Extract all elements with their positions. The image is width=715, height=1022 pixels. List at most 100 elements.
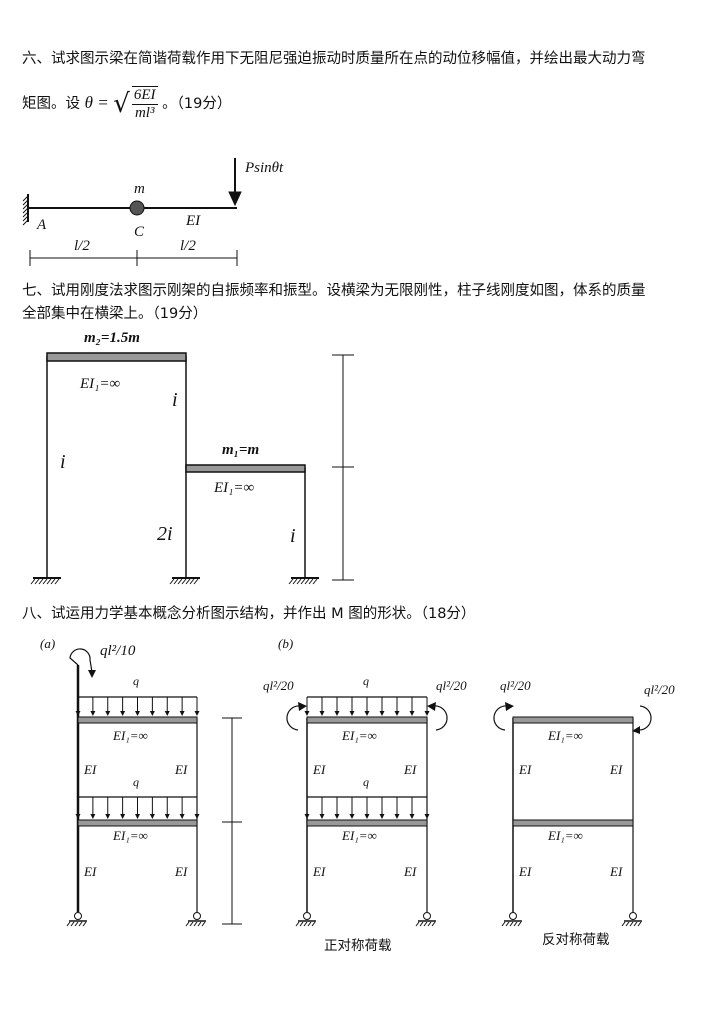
- support-hatch: [423, 921, 428, 927]
- wall-hatch-line: [22, 211, 29, 218]
- support-hatch: [74, 921, 79, 927]
- pin-support-icon: [303, 912, 311, 920]
- ground-hatch: [50, 578, 56, 585]
- two-i-label: 2i: [157, 523, 173, 545]
- wall-hatch-line: [22, 199, 29, 206]
- support-hatch: [295, 921, 300, 927]
- ei1-b2-label: EI₁=∞: [341, 828, 377, 843]
- mass-label: m: [134, 181, 145, 197]
- middle-beam: [185, 464, 306, 473]
- ei-label: EI: [609, 762, 623, 777]
- support-hatch: [311, 921, 316, 927]
- load-arrowhead: [90, 814, 96, 819]
- m2-label: m₂=1.5m: [84, 330, 140, 346]
- ground-hatch: [54, 578, 60, 585]
- ei-label: EI: [312, 762, 326, 777]
- load-arrowhead: [424, 711, 430, 716]
- pin-support-icon: [423, 912, 431, 920]
- load-arrowhead: [379, 711, 385, 716]
- ei-label: EI: [609, 864, 623, 879]
- ei-mid-label: EI₁=∞: [213, 480, 254, 496]
- ei-label: EI: [518, 864, 532, 879]
- ground-hatch: [173, 578, 179, 585]
- theta-symbol: θ =: [84, 93, 109, 112]
- load-arrowhead: [179, 711, 185, 716]
- ground-hatch: [185, 578, 191, 585]
- q-a2-label: q: [133, 775, 139, 789]
- dim-right-label: l/2: [180, 238, 196, 254]
- load-arrowhead: [75, 814, 81, 819]
- ei1-a1-label: EI₁=∞: [112, 728, 148, 743]
- ground-hatch: [30, 578, 36, 585]
- ground-hatch: [34, 578, 40, 585]
- wall-hatch-line: [22, 195, 29, 202]
- ground-hatch: [300, 578, 306, 585]
- dim-left-label: l/2: [74, 238, 90, 254]
- ground-hatch: [46, 578, 52, 585]
- load-arrowhead: [364, 814, 370, 819]
- q7-text-line1: 七、试用刚度法求图示刚架的自振频率和振型。设横梁为无限刚性，柱子线刚度如图，体系…: [22, 283, 646, 299]
- pin-support-icon: [193, 912, 201, 920]
- ground-hatch: [189, 578, 195, 585]
- sqrt-sign: √: [113, 89, 130, 119]
- ground-hatch: [181, 578, 187, 585]
- i-upper-label: i: [172, 389, 178, 411]
- q-b2-label: q: [363, 775, 369, 789]
- ei1-b1-label: EI₁=∞: [341, 728, 377, 743]
- fig-a-label: (a): [40, 636, 55, 651]
- support-hatch: [66, 921, 71, 927]
- support-hatch: [185, 921, 190, 927]
- support-hatch: [625, 921, 630, 927]
- ground-hatch: [38, 578, 44, 585]
- point-a-label: A: [36, 217, 47, 233]
- support-hatch: [303, 921, 308, 927]
- ei-label: EI: [83, 762, 97, 777]
- load-arrowhead: [319, 711, 325, 716]
- moment-a-label: ql²/10: [100, 643, 136, 659]
- load-arrowhead: [90, 711, 96, 716]
- ground-hatch: [169, 578, 175, 585]
- ground-hatch: [304, 578, 310, 585]
- load-arrowhead: [135, 814, 140, 819]
- top-beam: [46, 352, 187, 362]
- wall-hatch-line: [22, 219, 29, 226]
- support-hatch: [501, 921, 506, 927]
- ei1-a2-label: EI₁=∞: [112, 828, 148, 843]
- ei-label: EI: [174, 864, 188, 879]
- ei1-c2-label: EI₁=∞: [547, 828, 583, 843]
- numerator: 6EI: [131, 87, 158, 105]
- frame-figure: m₂=1.5m m₁=m EI₁=∞ EI₁=∞ i i 2i i: [46, 330, 354, 581]
- antisymmetric-caption: 反对称荷载: [542, 932, 610, 948]
- load-arrowhead: [349, 814, 355, 819]
- ground-hatch: [292, 578, 298, 585]
- load-arrowhead: [394, 711, 400, 716]
- denominator: ml³: [134, 105, 155, 121]
- ei-label: EI: [174, 762, 188, 777]
- load-arrowhead: [149, 711, 155, 716]
- point-c-label: C: [134, 224, 145, 240]
- ground-hatch: [296, 578, 302, 585]
- load-arrowhead: [409, 814, 415, 819]
- figure-c: ql²/20 ql²/20 EI₁=∞ EI₁=∞ EI EI EI EI 反对…: [493, 678, 675, 948]
- support-hatch: [513, 921, 518, 927]
- ei-label: EI: [403, 762, 417, 777]
- support-hatch: [78, 921, 83, 927]
- q-a1-label: q: [133, 674, 139, 688]
- wall-hatch-line: [22, 207, 29, 214]
- support-hatch: [517, 921, 522, 927]
- ground-hatch: [193, 578, 199, 585]
- q6-suffix: 。（19分）: [162, 96, 232, 112]
- load-arrowhead: [409, 711, 415, 716]
- load-arrowhead: [194, 711, 200, 716]
- load-arrowhead: [135, 711, 140, 716]
- load-label: Psinθt: [244, 160, 284, 176]
- ground-hatch: [308, 578, 314, 585]
- pin-support-icon: [74, 912, 82, 920]
- figure-b: (b) ql²/20 ql²/20 q q EI₁=∞ EI₁=∞ EI EI …: [263, 636, 467, 954]
- pin-support-icon: [629, 912, 637, 920]
- q6-prefix: 矩图。设: [22, 96, 80, 112]
- load-arrowhead: [179, 814, 185, 819]
- ground-hatch: [177, 578, 183, 585]
